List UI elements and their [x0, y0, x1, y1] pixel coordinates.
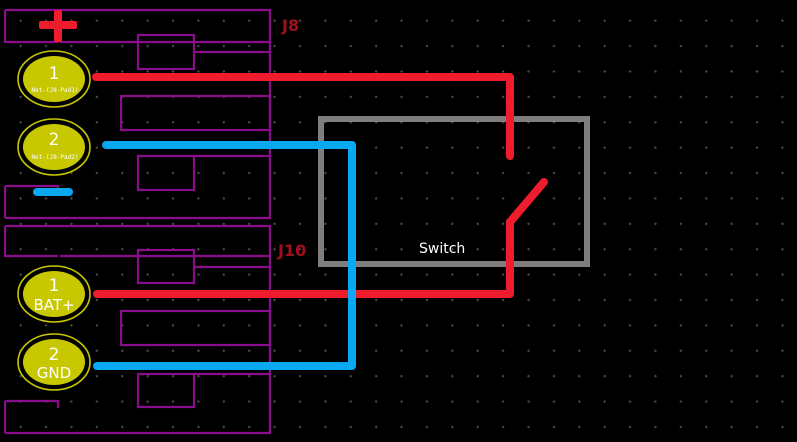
switch-body[interactable]	[318, 116, 590, 267]
trace-positive-j8[interactable]	[92, 73, 514, 160]
j10-pad-2-net: GND	[37, 364, 71, 382]
j10-pad-1-net: BAT+	[33, 296, 74, 314]
j10-pad-2-number: 2	[49, 345, 60, 365]
j8-pad-2-net: Net-(J8-Pad2)	[32, 154, 79, 161]
trace-negative[interactable]	[93, 141, 356, 370]
j8-pad-1-number: 1	[49, 64, 60, 84]
trace-positive-j10[interactable]	[93, 218, 514, 298]
j10-reference: J10	[277, 241, 306, 260]
connector-j8-outline	[3, 8, 272, 220]
switch-label: Switch	[419, 241, 465, 257]
j8-pad-2-number: 2	[49, 130, 60, 150]
j8-pad-2[interactable]: 2 Net-(J8-Pad2)	[17, 118, 91, 176]
j8-reference: J8	[281, 16, 299, 35]
j8-pad-1[interactable]: 1 Net-(J8-Pad1)	[17, 50, 91, 108]
connector-j10-outline	[3, 224, 272, 435]
minus-polarity-icon	[33, 188, 73, 196]
j10-pad-1[interactable]: 1 BAT+	[17, 265, 91, 323]
trace-switch-lever[interactable]	[506, 178, 548, 226]
j10-pad-1-number: 1	[49, 276, 60, 296]
j8-pad-1-net: Net-(J8-Pad1)	[32, 87, 79, 94]
j10-pad-2[interactable]: 2 GND	[17, 333, 91, 391]
plus-polarity-icon	[39, 10, 77, 42]
